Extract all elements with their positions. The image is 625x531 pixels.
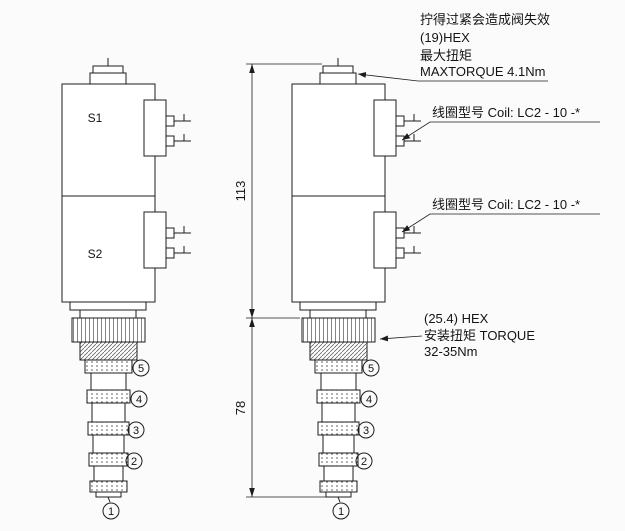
port-label-4: 4 (360, 390, 378, 408)
port-label-5: 5 (362, 359, 380, 377)
right-valve: 5 4 3 2 1 (291, 57, 422, 520)
port-number: 4 (366, 394, 372, 406)
left-valve: S1 S2 5 4 3 2 1 (61, 57, 192, 520)
coil-s1-label: S1 (88, 111, 103, 125)
dim-arrow-down-113 (249, 309, 255, 318)
port-number: 2 (131, 456, 137, 468)
warning-line-1: 拧得过紧会造成阀失效 (420, 12, 550, 27)
dim-arrow-down-78 (249, 488, 255, 497)
port-number: 1 (108, 506, 114, 518)
port-number: 1 (338, 506, 344, 518)
port-number: 4 (136, 394, 142, 406)
port-label-5: 5 (132, 359, 150, 377)
port-label-3: 3 (127, 421, 145, 439)
port-number: 2 (361, 456, 367, 468)
coil2-annotation: 线圈型号 Coil: LC2 - 10 -* (432, 197, 580, 212)
warning-line-4: MAXTORQUE 4.1Nm (420, 64, 545, 79)
port-label-2: 2 (355, 452, 373, 470)
port-number: 5 (368, 363, 374, 375)
hex-annotation-line-2: 安装扭矩 TORQUE (424, 328, 535, 343)
annotations: 拧得过紧会造成阀失效 (19)HEX 最大扭矩 MAXTORQUE 4.1Nm … (357, 12, 600, 359)
warning-leader-line (357, 71, 548, 82)
dim-arrow-up-78 (249, 318, 255, 327)
dimension-group: 113 78 (233, 63, 334, 498)
warning-line-3: 最大扭矩 (420, 48, 472, 63)
dim-arrow-up-113 (249, 64, 255, 73)
hex-annotation-line-1: (25.4) HEX (424, 311, 489, 326)
dimension-113: 113 (233, 181, 248, 202)
port-number: 5 (138, 363, 144, 375)
hex-annotation-line-3: 32-35Nm (424, 344, 477, 359)
port-label-1: 1 (102, 502, 120, 520)
port-number: 3 (363, 425, 369, 437)
right-valve-geometry (291, 57, 422, 503)
coil-s2-label: S2 (88, 247, 103, 261)
coil1-annotation: 线圈型号 Coil: LC2 - 10 -* (432, 105, 580, 120)
port-label-2: 2 (125, 452, 143, 470)
port-number: 3 (133, 425, 139, 437)
left-valve-geometry (61, 57, 192, 503)
port-label-4: 4 (130, 390, 148, 408)
dimension-78: 78 (233, 401, 248, 415)
hex-leader-line (379, 335, 423, 342)
port-label-1: 1 (332, 502, 350, 520)
coil2-leader-line (401, 213, 600, 233)
port-label-3: 3 (357, 421, 375, 439)
warning-line-2: (19)HEX (420, 30, 470, 45)
coil1-leader-line (401, 121, 600, 141)
